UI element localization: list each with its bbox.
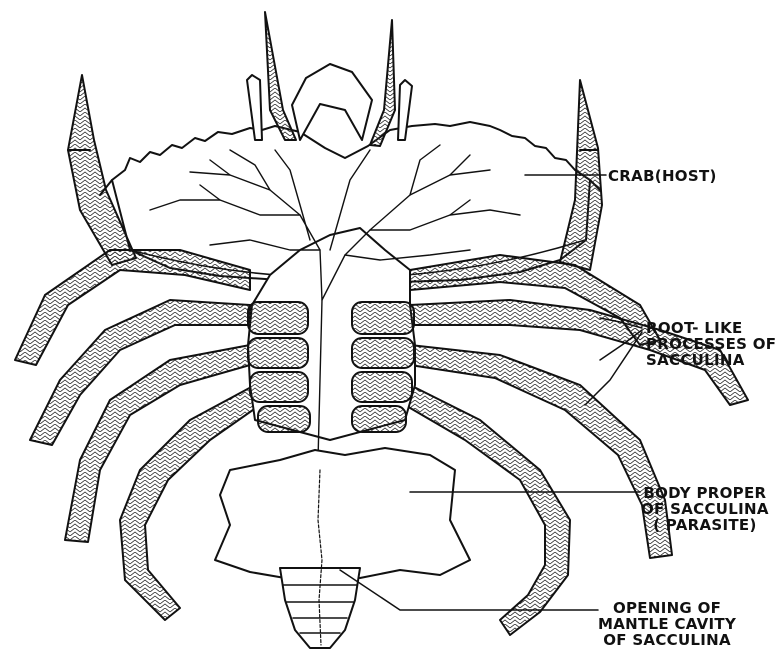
rostrum [292,64,372,140]
walking-legs-left [15,250,260,620]
label-crab-host: CRAB(HOST) [608,168,717,184]
label-root-processes: ROOT- LIKE PROCESSES OF SACCULINA [646,320,776,368]
antenna-left [265,12,296,140]
sacculina-body [215,448,470,578]
label-body-proper: BODY PROPER OF SACCULINA ( PARASITE) [641,485,769,533]
label-mantle-opening: OPENING OF MANTLE CAVITY OF SACCULINA [598,600,736,648]
antenna-right [370,20,395,146]
walking-legs-right [405,255,748,635]
